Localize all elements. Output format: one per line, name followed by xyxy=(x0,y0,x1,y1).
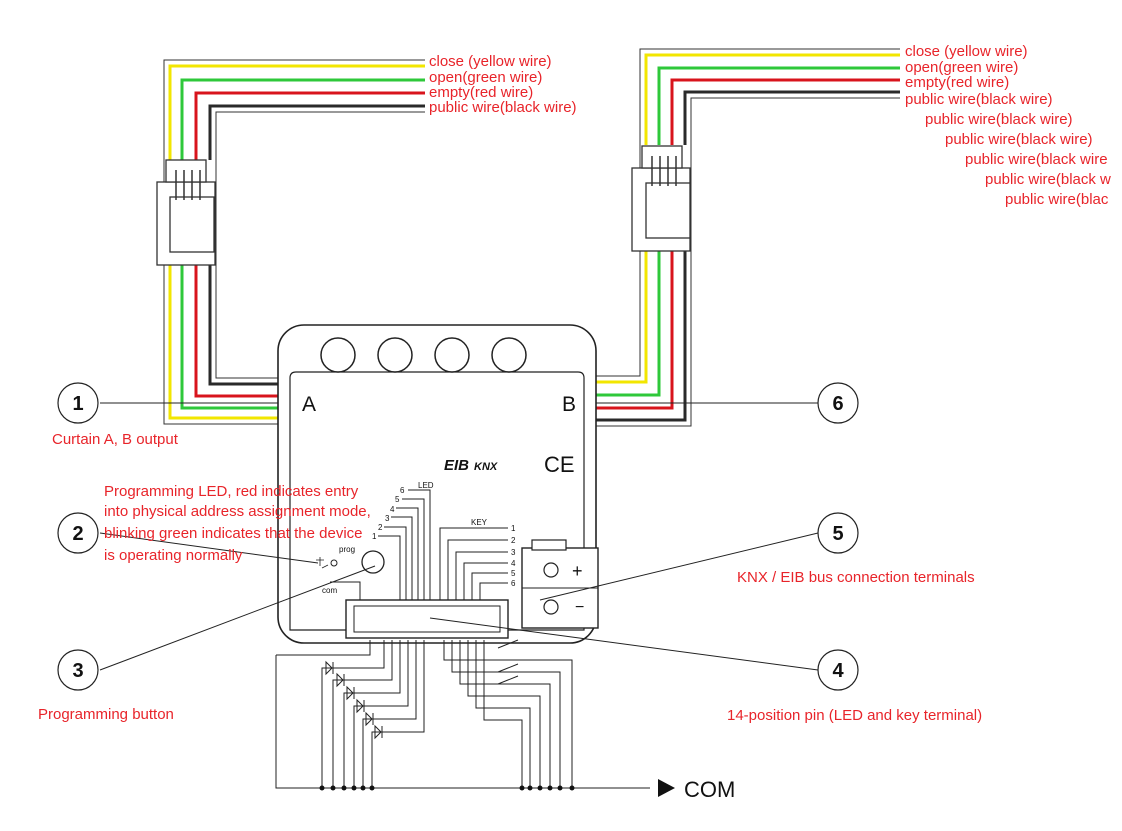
svg-text:into physical address assignme: into physical address assignment mode, xyxy=(104,503,371,520)
led-number: 1 xyxy=(372,532,377,541)
pin-header xyxy=(345,599,509,639)
right-rj-connector xyxy=(631,145,691,252)
key-number: 1 xyxy=(511,524,516,533)
callout-1: 1 xyxy=(57,382,99,424)
eib-logo: EIB xyxy=(444,457,469,474)
prog-label: prog xyxy=(339,545,355,554)
left-wire-label: open(green wire) xyxy=(429,69,542,86)
callout-3-label: Programming button xyxy=(38,706,174,723)
callout-5: 5 xyxy=(817,512,859,554)
key-number: 3 xyxy=(511,548,516,557)
right-wire-labels: close (yellow wire) open(green wire) emp… xyxy=(905,43,1111,208)
svg-text:2: 2 xyxy=(72,523,83,545)
left-wire-label: empty(red wire) xyxy=(429,84,533,101)
left-wire-label: public wire(black wire) xyxy=(429,99,577,116)
callout-4-label: 14-position pin (LED and key terminal) xyxy=(727,707,982,724)
left-rj-connector xyxy=(156,159,216,266)
callout-6: 6 xyxy=(817,382,859,424)
key-header: KEY xyxy=(471,518,488,527)
top-button xyxy=(434,337,470,373)
diode-symbols xyxy=(325,660,383,740)
port-b-label: B xyxy=(562,393,576,416)
callout-3: 3 xyxy=(57,649,99,691)
right-wire-label: public wire(black w xyxy=(985,171,1111,188)
right-wire-bundle xyxy=(596,48,900,427)
right-wire-label: public wire(black wire) xyxy=(905,91,1053,108)
led-number: 4 xyxy=(390,505,395,514)
right-wire-label: empty(red wire) xyxy=(905,74,1009,91)
svg-text:blinking green indicates that: blinking green indicates that the device xyxy=(104,525,363,542)
svg-text:3: 3 xyxy=(72,660,83,682)
left-wire-labels: close (yellow wire) open(green wire) emp… xyxy=(429,53,577,116)
knx-logo: KNX xyxy=(474,461,498,473)
plus-terminal-label: + xyxy=(572,561,583,581)
right-wire-label: public wire(black wire) xyxy=(925,111,1073,128)
ce-logo: CE xyxy=(544,452,575,477)
svg-text:6: 6 xyxy=(832,393,843,415)
key-number: 2 xyxy=(511,536,516,545)
callout-leaders xyxy=(99,402,819,671)
junction-dots xyxy=(319,785,575,791)
led-number: 5 xyxy=(395,495,400,504)
led-header: LED xyxy=(418,481,434,490)
actuator-device: A B EIB KNX CE LED KEY 6 5 4 3 2 1 1 2 3… xyxy=(277,324,599,644)
top-button xyxy=(377,337,413,373)
programming-led xyxy=(316,557,338,569)
right-wire-label: public wire(black wire xyxy=(965,151,1108,168)
bus-terminal-block: + − xyxy=(521,539,599,629)
svg-text:is operating normally: is operating normally xyxy=(104,547,243,564)
key-number: 5 xyxy=(511,569,516,578)
led-number: 3 xyxy=(385,514,390,523)
minus-terminal-label: − xyxy=(575,599,584,616)
com-text: COM xyxy=(684,777,735,802)
right-wire-label: public wire(blac xyxy=(1005,191,1109,208)
left-wire-label: close (yellow wire) xyxy=(429,53,552,70)
led-number: 2 xyxy=(378,523,383,532)
top-button xyxy=(320,337,356,373)
com-arrow-icon xyxy=(658,779,675,797)
callout-2-label: Programming LED, red indicates entry int… xyxy=(104,483,371,564)
port-a-label: A xyxy=(302,393,316,416)
callout-4: 4 xyxy=(817,649,859,691)
led-number: 6 xyxy=(400,486,405,495)
programming-button[interactable] xyxy=(361,550,385,574)
svg-text:4: 4 xyxy=(832,660,844,682)
callout-1-label: Curtain A, B output xyxy=(52,431,179,448)
svg-text:5: 5 xyxy=(832,523,843,545)
top-button xyxy=(491,337,527,373)
svg-text:1: 1 xyxy=(72,393,83,415)
right-wire-label: open(green wire) xyxy=(905,59,1018,76)
callout-5-label: KNX / EIB bus connection terminals xyxy=(737,569,975,586)
right-wire-label: public wire(black wire) xyxy=(945,131,1093,148)
key-number: 6 xyxy=(511,579,516,588)
svg-text:Programming LED, red indicates: Programming LED, red indicates entry xyxy=(104,483,359,500)
callout-2: 2 xyxy=(57,512,99,554)
external-circuit xyxy=(275,639,650,789)
com-label: com xyxy=(322,586,337,595)
key-number: 4 xyxy=(511,559,516,568)
right-wire-label: close (yellow wire) xyxy=(905,43,1028,60)
